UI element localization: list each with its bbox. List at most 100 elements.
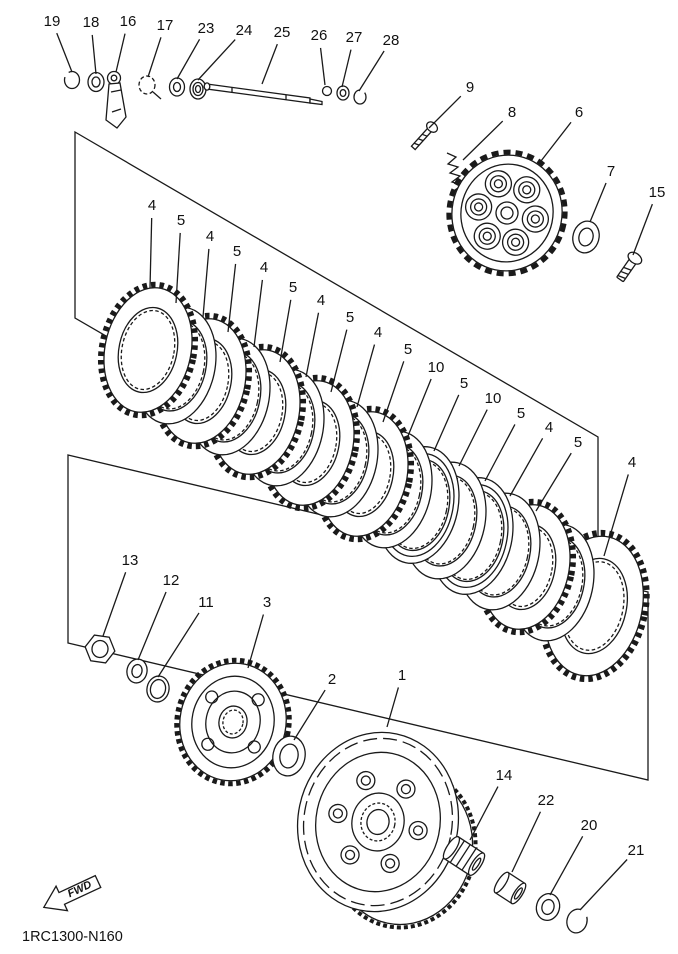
callout-leader [253, 279, 264, 348]
callout-label: 11 [198, 594, 214, 611]
washer [336, 85, 350, 101]
callout-label: 20 [581, 817, 598, 834]
release-bearing [572, 220, 600, 254]
callout-label: 2 [328, 671, 336, 688]
callout-leader [102, 572, 127, 637]
callout-leader [330, 329, 348, 393]
callout-label: 1 [398, 667, 406, 684]
callout-label: 10 [485, 390, 502, 407]
callout-leader [261, 43, 278, 85]
callout-label: 21 [628, 842, 645, 859]
callout-leader [407, 378, 432, 437]
washer [535, 892, 561, 922]
callout-leader [579, 859, 628, 911]
callout-label: 15 [649, 184, 666, 201]
callout-label: 5 [460, 375, 468, 392]
needle-bearing [442, 836, 486, 876]
callout-leader [511, 811, 542, 873]
callout-label: 10 [428, 359, 445, 376]
clutch-plate-stack [97, 281, 650, 683]
callout-leader [279, 299, 292, 363]
push-lever-assembly [63, 70, 367, 129]
spring-boss [473, 222, 501, 250]
callout-label: 3 [263, 594, 271, 611]
callout-leader [632, 203, 653, 256]
callout-label: 8 [508, 104, 516, 121]
callout-label: 28 [383, 32, 400, 49]
clutch-housing [296, 731, 478, 930]
callout-label: 5 [289, 279, 297, 296]
callout-label: 5 [517, 405, 525, 422]
nut [84, 634, 116, 664]
circlip [566, 908, 588, 934]
callout-leader [356, 344, 376, 408]
callout-label: 4 [317, 292, 325, 309]
spring-boss [501, 228, 530, 256]
callout-label: 4 [206, 228, 214, 245]
callout-label: 18 [83, 14, 100, 31]
callout-label: 6 [575, 104, 583, 121]
callout-label: 23 [198, 20, 215, 37]
callout-leader [428, 95, 462, 129]
callout-leader [341, 49, 352, 88]
washer [168, 77, 186, 97]
callout-leader [484, 424, 516, 482]
callout-leader [115, 33, 126, 73]
callout-leader [433, 394, 460, 452]
callout-leader [319, 47, 326, 86]
callout-leader [305, 312, 320, 378]
circlip [63, 70, 81, 90]
callout-leader [589, 182, 607, 223]
callout-leader [202, 248, 210, 318]
clutch-boss-assembly [84, 634, 306, 787]
clutch-boss [174, 657, 292, 787]
callout-label: 27 [346, 29, 363, 46]
spacer [493, 871, 527, 905]
plate-washer [146, 675, 170, 703]
callout-label: 17 [157, 17, 174, 34]
callout-leader [549, 836, 584, 896]
callout-label: 24 [236, 22, 253, 39]
spring-boss [464, 193, 493, 221]
callout-label: 5 [346, 309, 354, 326]
callout-leader [175, 232, 181, 304]
callout-label: 4 [545, 419, 553, 436]
spring-screw [410, 121, 439, 151]
callout-leader [176, 38, 201, 80]
callout-label: 4 [374, 324, 382, 341]
callout-leader [386, 687, 400, 728]
callout-leader [91, 34, 97, 75]
clutch-housing-assembly [296, 731, 588, 934]
spring-boss [521, 205, 550, 233]
callout-leader [603, 474, 629, 557]
callout-label: 5 [233, 243, 241, 260]
spring-boss [484, 170, 513, 198]
callout-leader [227, 263, 237, 333]
pressure-plate [446, 149, 568, 277]
pressure-plate-assembly [410, 121, 643, 283]
callout-label: 4 [628, 454, 636, 471]
callout-label: 13 [122, 552, 139, 569]
callout-leader [540, 121, 572, 162]
callout-leader [56, 32, 73, 73]
callout-leader [509, 437, 544, 497]
callout-label: 16 [120, 13, 137, 30]
callout-label: 4 [148, 197, 156, 214]
callout-label: 14 [496, 767, 513, 784]
spring-boss [513, 176, 541, 204]
lever-spring [138, 75, 162, 100]
circlip [353, 89, 367, 105]
thrust-washer [272, 735, 306, 777]
callout-leader [458, 409, 488, 467]
callout-leader [147, 37, 162, 78]
callout-label: 9 [466, 79, 474, 96]
callout-label: 5 [177, 212, 185, 229]
callout-leader [137, 591, 167, 661]
callout-label: 22 [538, 792, 555, 809]
callout-leader [149, 217, 153, 289]
callout-leader [469, 786, 499, 841]
callout-label: 25 [274, 24, 291, 41]
